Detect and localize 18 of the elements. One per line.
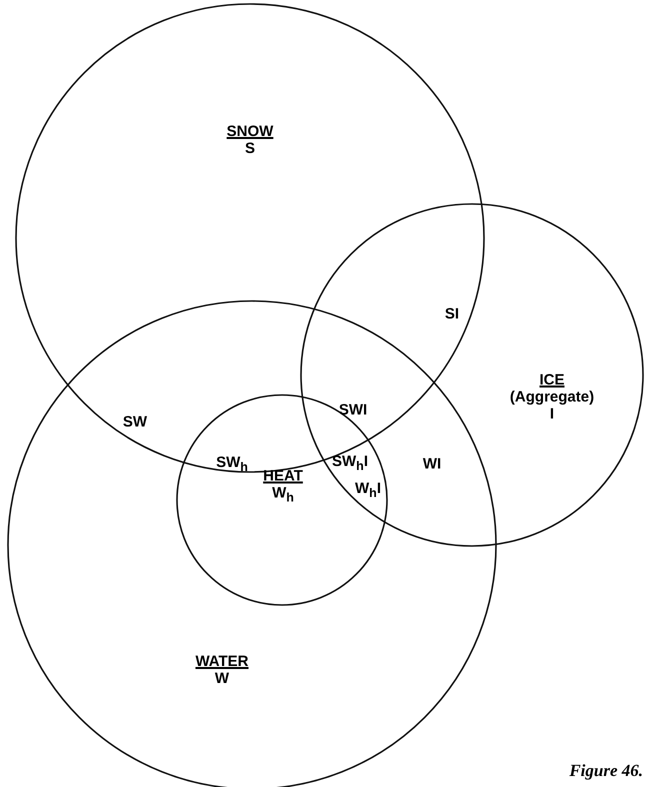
set-title: WATER: [195, 653, 249, 670]
region-label: SW: [122, 414, 148, 430]
region-label: SWI: [338, 402, 368, 418]
region-label: W$_{h}$I: [355, 480, 381, 500]
set-title: SNOW: [226, 123, 274, 140]
set-symbol: W$_{h}$: [272, 484, 294, 506]
set-symbol: W: [214, 670, 230, 687]
figure-caption: Figure 46.: [569, 761, 643, 781]
set-title: ICE: [540, 372, 564, 388]
set-title: HEAT: [263, 468, 303, 484]
set-symbol: (Aggregate): [510, 388, 594, 406]
set-circle: [176, 394, 388, 606]
set-symbol: S: [245, 140, 255, 157]
region-label: WI: [422, 456, 442, 472]
region-label: SW$_{h}$I: [332, 453, 368, 473]
region-label: SI: [444, 306, 460, 322]
region-label: SW$_{h}$: [216, 454, 248, 474]
set-symbol: I: [550, 406, 554, 422]
